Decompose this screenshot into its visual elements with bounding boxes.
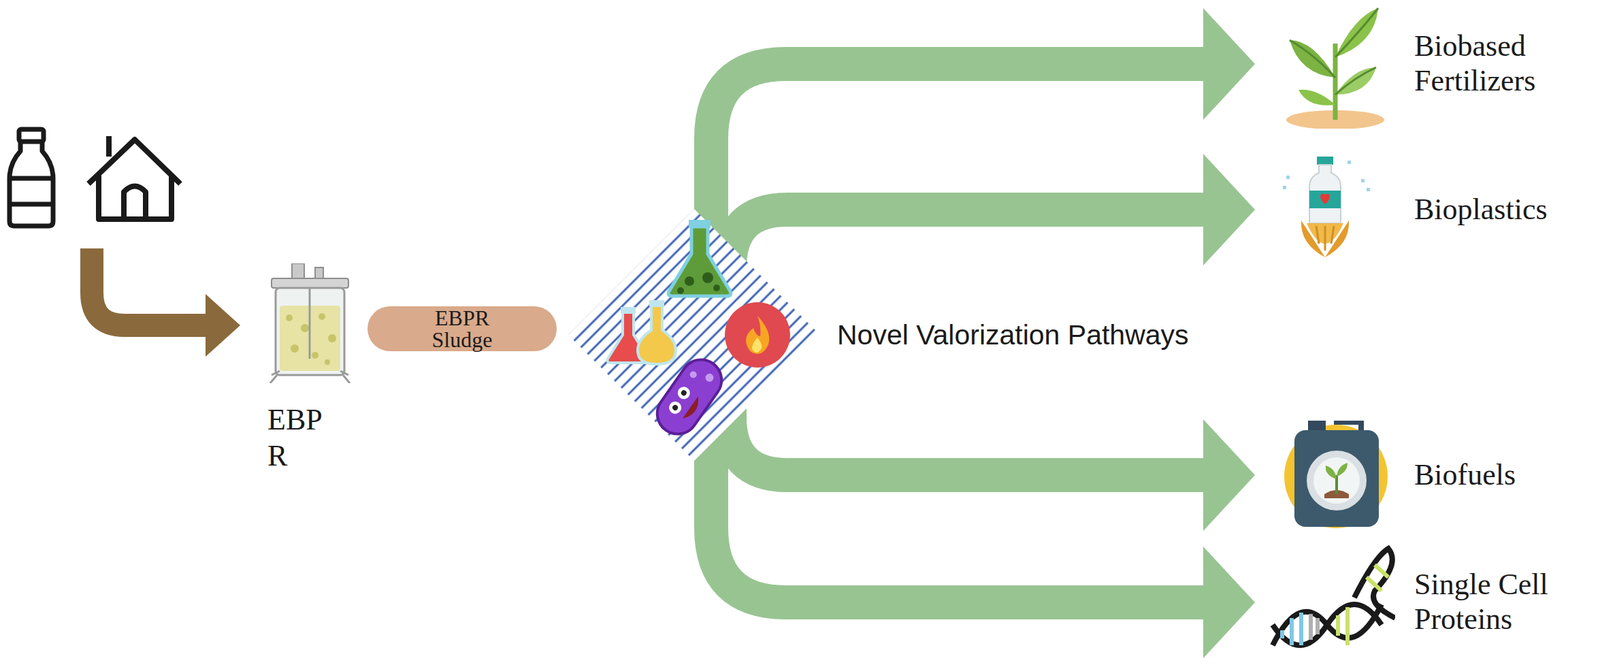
node-icon bbox=[267, 263, 353, 384]
output-node: Biobased Fertilizers bbox=[1259, 2, 1593, 126]
flow-arrow bbox=[729, 153, 1255, 335]
arrow-head bbox=[1203, 419, 1255, 531]
node-icon bbox=[1259, 544, 1396, 661]
flow-arrow bbox=[711, 8, 1255, 335]
hatched-diamond: Novel Valorization Pathways bbox=[568, 208, 821, 461]
node-label: Novel Valorization Pathways bbox=[837, 319, 1189, 352]
flow-arrow bbox=[729, 334, 1255, 531]
flow-band bbox=[711, 63, 1205, 335]
flow-band bbox=[711, 334, 1205, 603]
node-icon bbox=[568, 208, 821, 461]
flow-band bbox=[729, 334, 1205, 476]
output-node: Bioplastics bbox=[1259, 155, 1593, 265]
node-icon bbox=[1259, 155, 1396, 265]
output-node: Biofuels bbox=[1259, 420, 1593, 530]
arrow-head bbox=[1203, 153, 1255, 266]
node-label: Bioplastics bbox=[1414, 192, 1588, 228]
arrow-head bbox=[1203, 546, 1255, 659]
flow-arrow bbox=[711, 334, 1255, 659]
arrow-head bbox=[1203, 8, 1255, 120]
reactor-node: EBP R bbox=[267, 263, 353, 384]
node-label: Biofuels bbox=[1414, 458, 1588, 493]
node-label: EBP R bbox=[267, 402, 333, 475]
node-label: Single Cell Proteins bbox=[1414, 567, 1588, 637]
node-label: Biobased Fertilizers bbox=[1414, 29, 1588, 99]
inflow-arrow bbox=[91, 248, 241, 357]
node-icon bbox=[1259, 420, 1396, 530]
milk-bottle-icon bbox=[9, 129, 54, 226]
output-node: Single Cell Proteins bbox=[1259, 544, 1593, 661]
node-label: EBPR Sludge bbox=[421, 306, 503, 351]
node-icon bbox=[1259, 2, 1396, 129]
sludge-pill: EBPR Sludge bbox=[367, 306, 557, 352]
house-icon bbox=[88, 136, 181, 220]
